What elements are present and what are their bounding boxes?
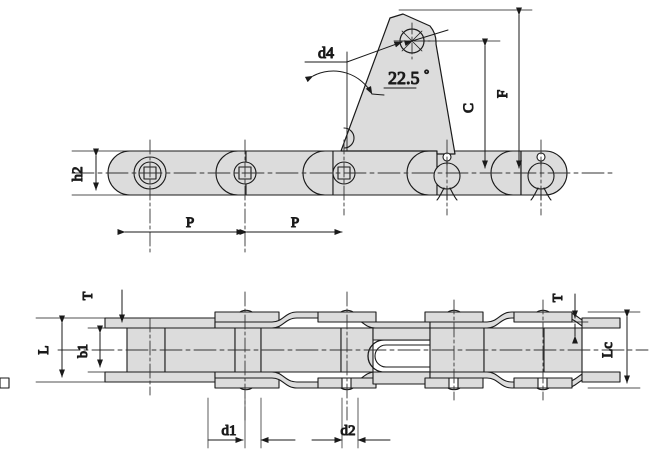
label-t-right: T	[551, 293, 566, 302]
dimension-c	[423, 38, 501, 169]
dimension-lc	[587, 309, 641, 389]
label-angle: 22.5	[388, 68, 420, 88]
label-pitch-1: P	[186, 215, 194, 231]
label-f: F	[495, 90, 511, 98]
dimension-d2	[311, 397, 391, 449]
dimension-d4	[304, 29, 449, 63]
dimension-d1	[207, 397, 296, 449]
label-d1: d1	[222, 423, 237, 439]
centerlines-plan-vertical	[149, 291, 544, 421]
plan-view	[0, 291, 649, 421]
label-pitch-2: P	[291, 215, 299, 231]
side-elevation-view	[71, 13, 613, 256]
dimension-b1	[87, 325, 133, 373]
plan-attachment-shackle	[367, 327, 431, 385]
centerlines-side-vertical	[149, 139, 542, 256]
dimension-t-right	[559, 293, 589, 344]
label-angle-unit: °	[424, 66, 429, 81]
label-b1: b1	[76, 344, 91, 358]
label-c: C	[461, 103, 477, 113]
label-lc: Lc	[600, 342, 616, 358]
label-d2: d2	[341, 423, 356, 439]
label-h2: h2	[70, 167, 86, 182]
label-l: L	[36, 345, 52, 354]
label-d4: d4	[318, 45, 334, 62]
dimension-h2	[71, 148, 133, 196]
label-t-left: T	[81, 291, 96, 300]
dimension-angle	[304, 51, 417, 152]
dimension-f	[398, 7, 533, 169]
dimension-l	[35, 315, 109, 383]
